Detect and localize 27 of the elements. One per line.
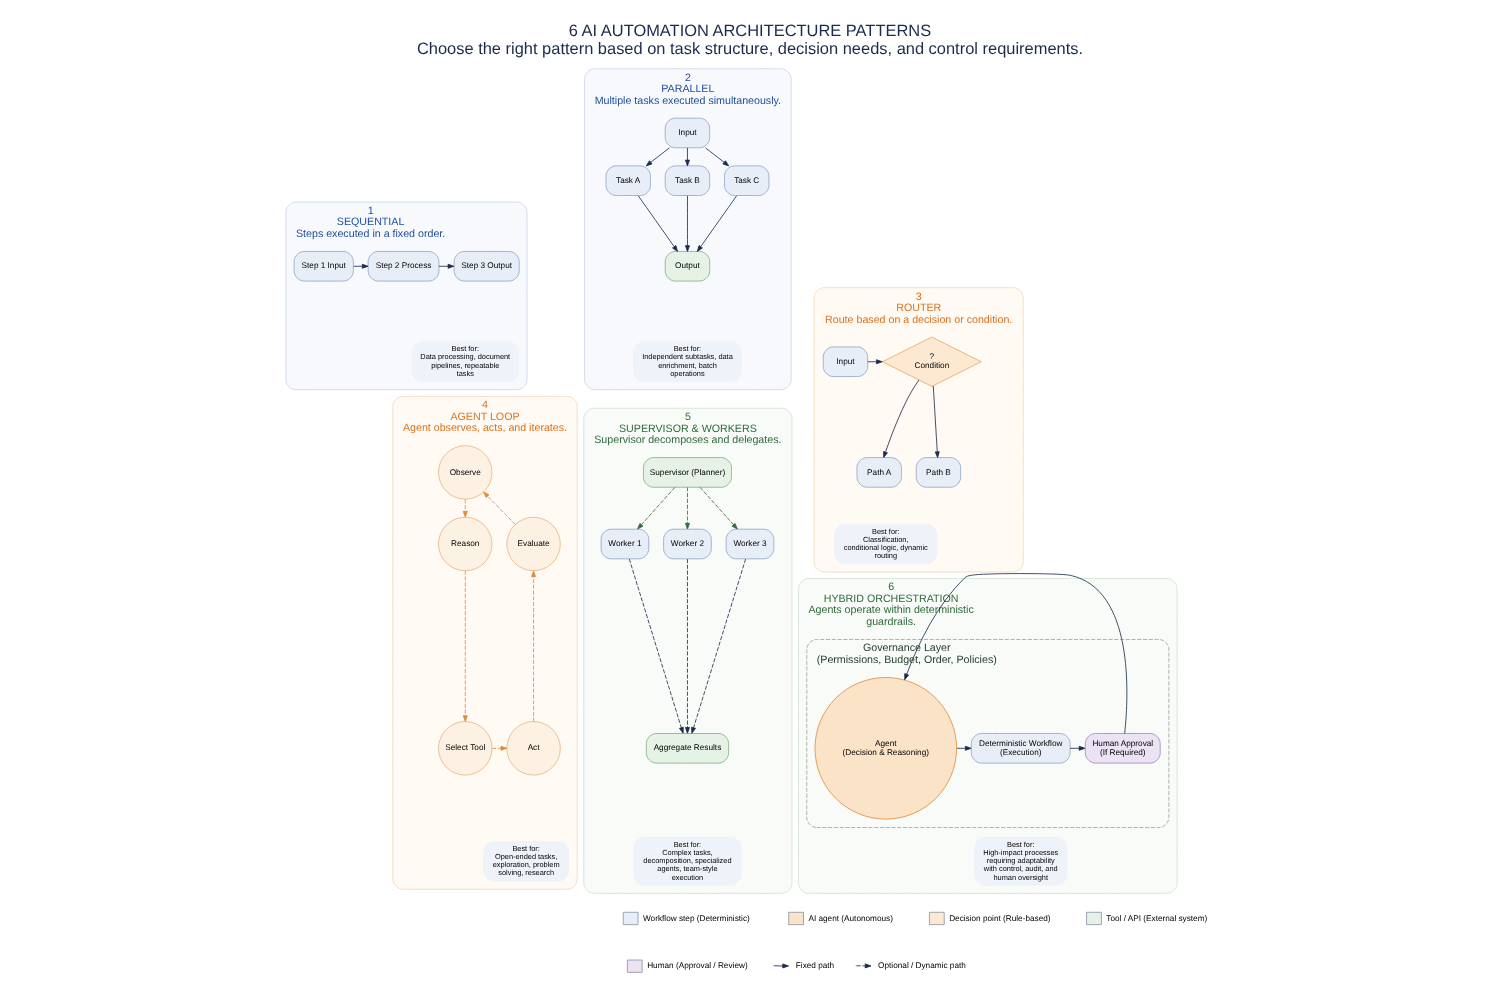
arrow [637,195,678,252]
arrow [531,570,536,722]
arrow [645,147,670,167]
arrow [699,487,738,530]
arrow [1069,745,1086,751]
arrow [685,147,690,167]
arrow [696,195,738,252]
arrow [483,491,516,525]
arrow [685,487,690,530]
arrow [353,263,369,269]
arrow [628,558,684,734]
diagram-title: 6 AI AUTOMATION ARCHITECTURE PATTERNS [568,21,932,40]
arrow [462,498,468,518]
arrow [462,570,468,722]
arrow [637,487,676,530]
arrow [685,195,690,252]
arrow [438,263,455,269]
arrow [691,558,746,734]
arrow [956,745,972,751]
arrow [932,385,940,458]
caption: Choose the right pattern based on task structure, decision needs, and control requirements. [416,39,1084,58]
arrow [685,558,690,734]
arrow [904,573,1128,734]
arrow [867,359,883,365]
arrow [883,379,920,458]
arrow [705,147,730,167]
arrow [491,745,508,751]
